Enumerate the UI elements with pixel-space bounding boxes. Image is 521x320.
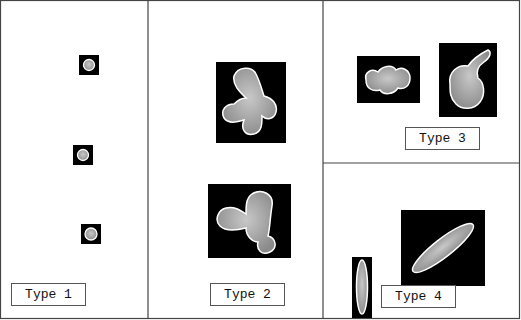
type1-particles: [73, 55, 101, 244]
type-label: Type 3: [419, 132, 466, 145]
type-label: Type 2: [224, 288, 271, 301]
type-label-box: Type 3: [405, 127, 480, 150]
type-label: Type 4: [395, 290, 442, 303]
type-label: Type 1: [25, 288, 72, 301]
type-label-box: Type 1: [11, 283, 86, 306]
type2-particles: [208, 62, 291, 258]
type-label-box: Type 2: [210, 283, 285, 306]
type3-particles: [357, 43, 497, 117]
type4-particles: [352, 210, 485, 318]
type-label-box: Type 4: [381, 285, 456, 308]
